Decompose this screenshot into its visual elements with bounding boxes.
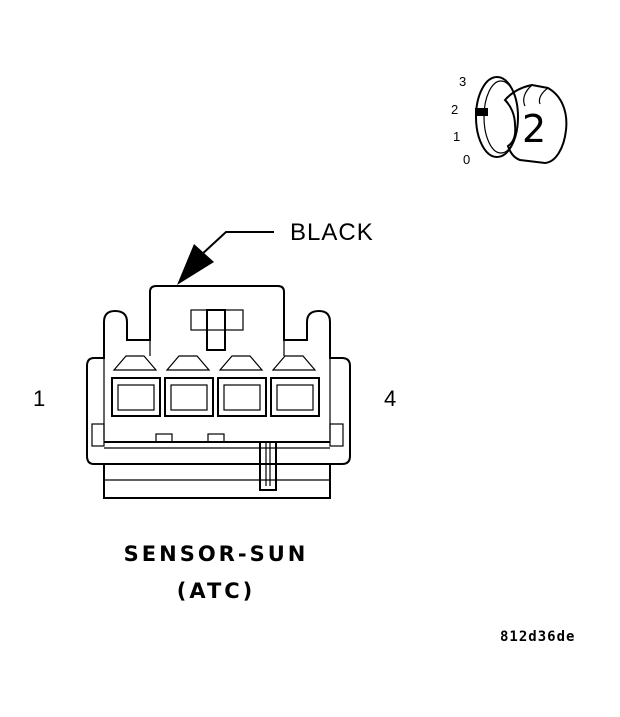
connector-latch — [190, 309, 244, 331]
key-head — [503, 83, 568, 165]
polarizing-slot — [259, 442, 277, 491]
terminal-cavity-1 — [111, 355, 161, 417]
key-position-icon: 3 2 1 0 2 — [451, 74, 568, 167]
connector-subtitle: (ATC) — [177, 579, 256, 603]
pin-label-right: 4 — [384, 386, 396, 411]
figure-code: 812d36de — [500, 629, 575, 645]
key-head-edge-2 — [538, 87, 549, 105]
terminal-cavities — [111, 355, 320, 417]
key-scale-label-2: 2 — [451, 102, 458, 117]
latch-tab — [206, 309, 226, 351]
connector-base — [103, 464, 331, 499]
terminal-cavity-3 — [217, 355, 267, 417]
callout-arrowhead — [177, 244, 214, 285]
key-barrel-rim — [483, 80, 519, 154]
terminal-cavity-2 — [164, 355, 214, 417]
rail-nub-1 — [155, 433, 173, 443]
connector-body — [86, 285, 351, 499]
connector-title: SENSOR-SUN — [124, 542, 309, 566]
key-number: 2 — [522, 107, 546, 151]
key-scale-label-3: 3 — [459, 74, 466, 89]
side-rib-right — [329, 423, 344, 447]
wire-color-callout: BLACK — [177, 219, 374, 285]
side-rib-left — [91, 423, 105, 447]
rail-nub-2 — [207, 433, 225, 443]
key-scale-label-0: 0 — [463, 152, 470, 167]
callout-leader-line — [199, 231, 274, 257]
key-scale-label-1: 1 — [453, 129, 460, 144]
terminal-cavity-4 — [270, 355, 320, 417]
connector-outline — [86, 285, 351, 465]
pin-label-left: 1 — [33, 386, 45, 411]
key-head-edge — [523, 84, 533, 107]
key-position-indicator — [475, 108, 488, 116]
wire-color-label: BLACK — [290, 219, 374, 246]
